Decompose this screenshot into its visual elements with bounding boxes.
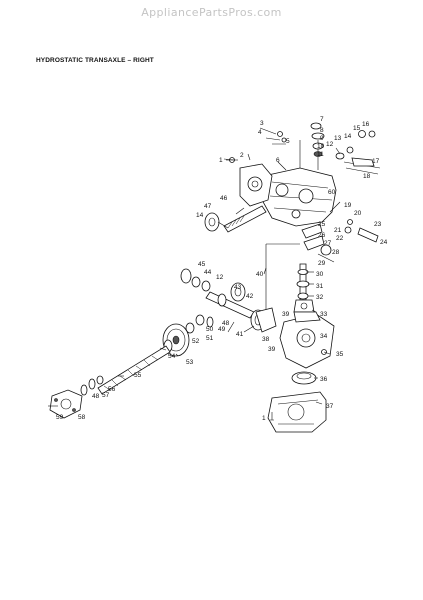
callout-59: 59 [56, 414, 64, 421]
callout-47: 47 [204, 203, 212, 210]
gear-cluster-left [180, 268, 277, 334]
control-arms [301, 219, 379, 263]
callout-39: 39 [268, 346, 276, 353]
callout-18: 18 [363, 173, 371, 180]
upper-right-fasteners [310, 122, 381, 175]
callout-22: 22 [336, 235, 344, 242]
callout-4: 4 [258, 129, 262, 136]
callout-60: 60 [328, 189, 336, 196]
callout-2: 2 [240, 152, 244, 159]
leader-lines [118, 147, 341, 405]
callout-29: 29 [318, 260, 326, 267]
callout-35: 35 [336, 351, 344, 358]
callout-7: 7 [320, 116, 324, 123]
callout-48: 48 [92, 393, 100, 400]
callout-37: 37 [326, 403, 334, 410]
callout-6: 6 [276, 157, 280, 164]
callout-55: 55 [134, 372, 142, 379]
callout-53: 53 [186, 359, 194, 366]
main-axle [97, 345, 171, 395]
center-shaft-stack [265, 243, 315, 314]
callout-28: 28 [332, 249, 340, 256]
callout-12: 12 [216, 274, 224, 281]
callout-54: 54 [168, 353, 176, 360]
lower-housing [279, 311, 335, 369]
callout-57: 57 [102, 392, 110, 399]
callout-13: 13 [334, 135, 342, 142]
callout-50: 50 [206, 326, 214, 333]
callout-42: 42 [246, 293, 254, 300]
callout-44: 44 [204, 269, 212, 276]
callout-51: 51 [206, 335, 214, 342]
callout-49: 49 [218, 326, 226, 333]
callout-39: 39 [282, 311, 290, 318]
callout-25: 25 [318, 221, 326, 228]
callout-52: 52 [192, 338, 200, 345]
axle-hub [48, 375, 104, 419]
callout-56: 56 [108, 386, 116, 393]
callout-45: 45 [198, 261, 206, 268]
callout-1: 1 [262, 415, 266, 422]
callout-46: 46 [220, 195, 228, 202]
callout-41: 41 [236, 331, 244, 338]
callout-27: 27 [324, 240, 332, 247]
callout-3: 3 [260, 120, 264, 127]
callout-40: 40 [256, 271, 264, 278]
callout-16: 16 [362, 121, 370, 128]
callout-21: 21 [334, 227, 342, 234]
callout-24: 24 [380, 239, 388, 246]
callout-36: 36 [320, 376, 328, 383]
callout-32: 32 [316, 294, 324, 301]
callout-20: 20 [354, 210, 362, 217]
input-gear-assembly [204, 205, 267, 233]
callout-19: 19 [344, 202, 352, 209]
callout-11: 11 [317, 151, 324, 158]
diagram-title: HYDROSTATIC TRANSAXLE – RIGHT [36, 57, 154, 64]
callout-48: 48 [222, 320, 230, 327]
watermark: AppliancePartsPros.com [141, 6, 282, 19]
pump-and-base-plate [267, 371, 327, 433]
callout-43: 43 [234, 284, 242, 291]
callout-14: 14 [196, 212, 204, 219]
callout-12: 12 [326, 141, 334, 148]
callout-58: 58 [78, 414, 86, 421]
cover-plate [239, 163, 273, 207]
callout-23: 23 [374, 221, 382, 228]
callout-14: 14 [344, 133, 352, 140]
callout-33: 33 [320, 311, 328, 318]
callout-5: 5 [286, 138, 290, 145]
callout-31: 31 [316, 283, 324, 290]
callout-8: 8 [320, 127, 324, 134]
callout-38: 38 [262, 336, 270, 343]
callout-10: 10 [317, 143, 325, 150]
callout-26: 26 [318, 232, 326, 239]
callout-34: 34 [320, 333, 328, 340]
callout-15: 15 [353, 125, 361, 132]
callout-9: 9 [320, 135, 324, 142]
upper-housing [261, 140, 337, 227]
callout-30: 30 [316, 271, 324, 278]
callout-labels: 1 1 2 3 4 5 6 7 8 9 10 11 12 12 13 14 14… [56, 116, 388, 422]
callout-1: 1 [219, 157, 223, 164]
callout-17: 17 [372, 158, 380, 165]
